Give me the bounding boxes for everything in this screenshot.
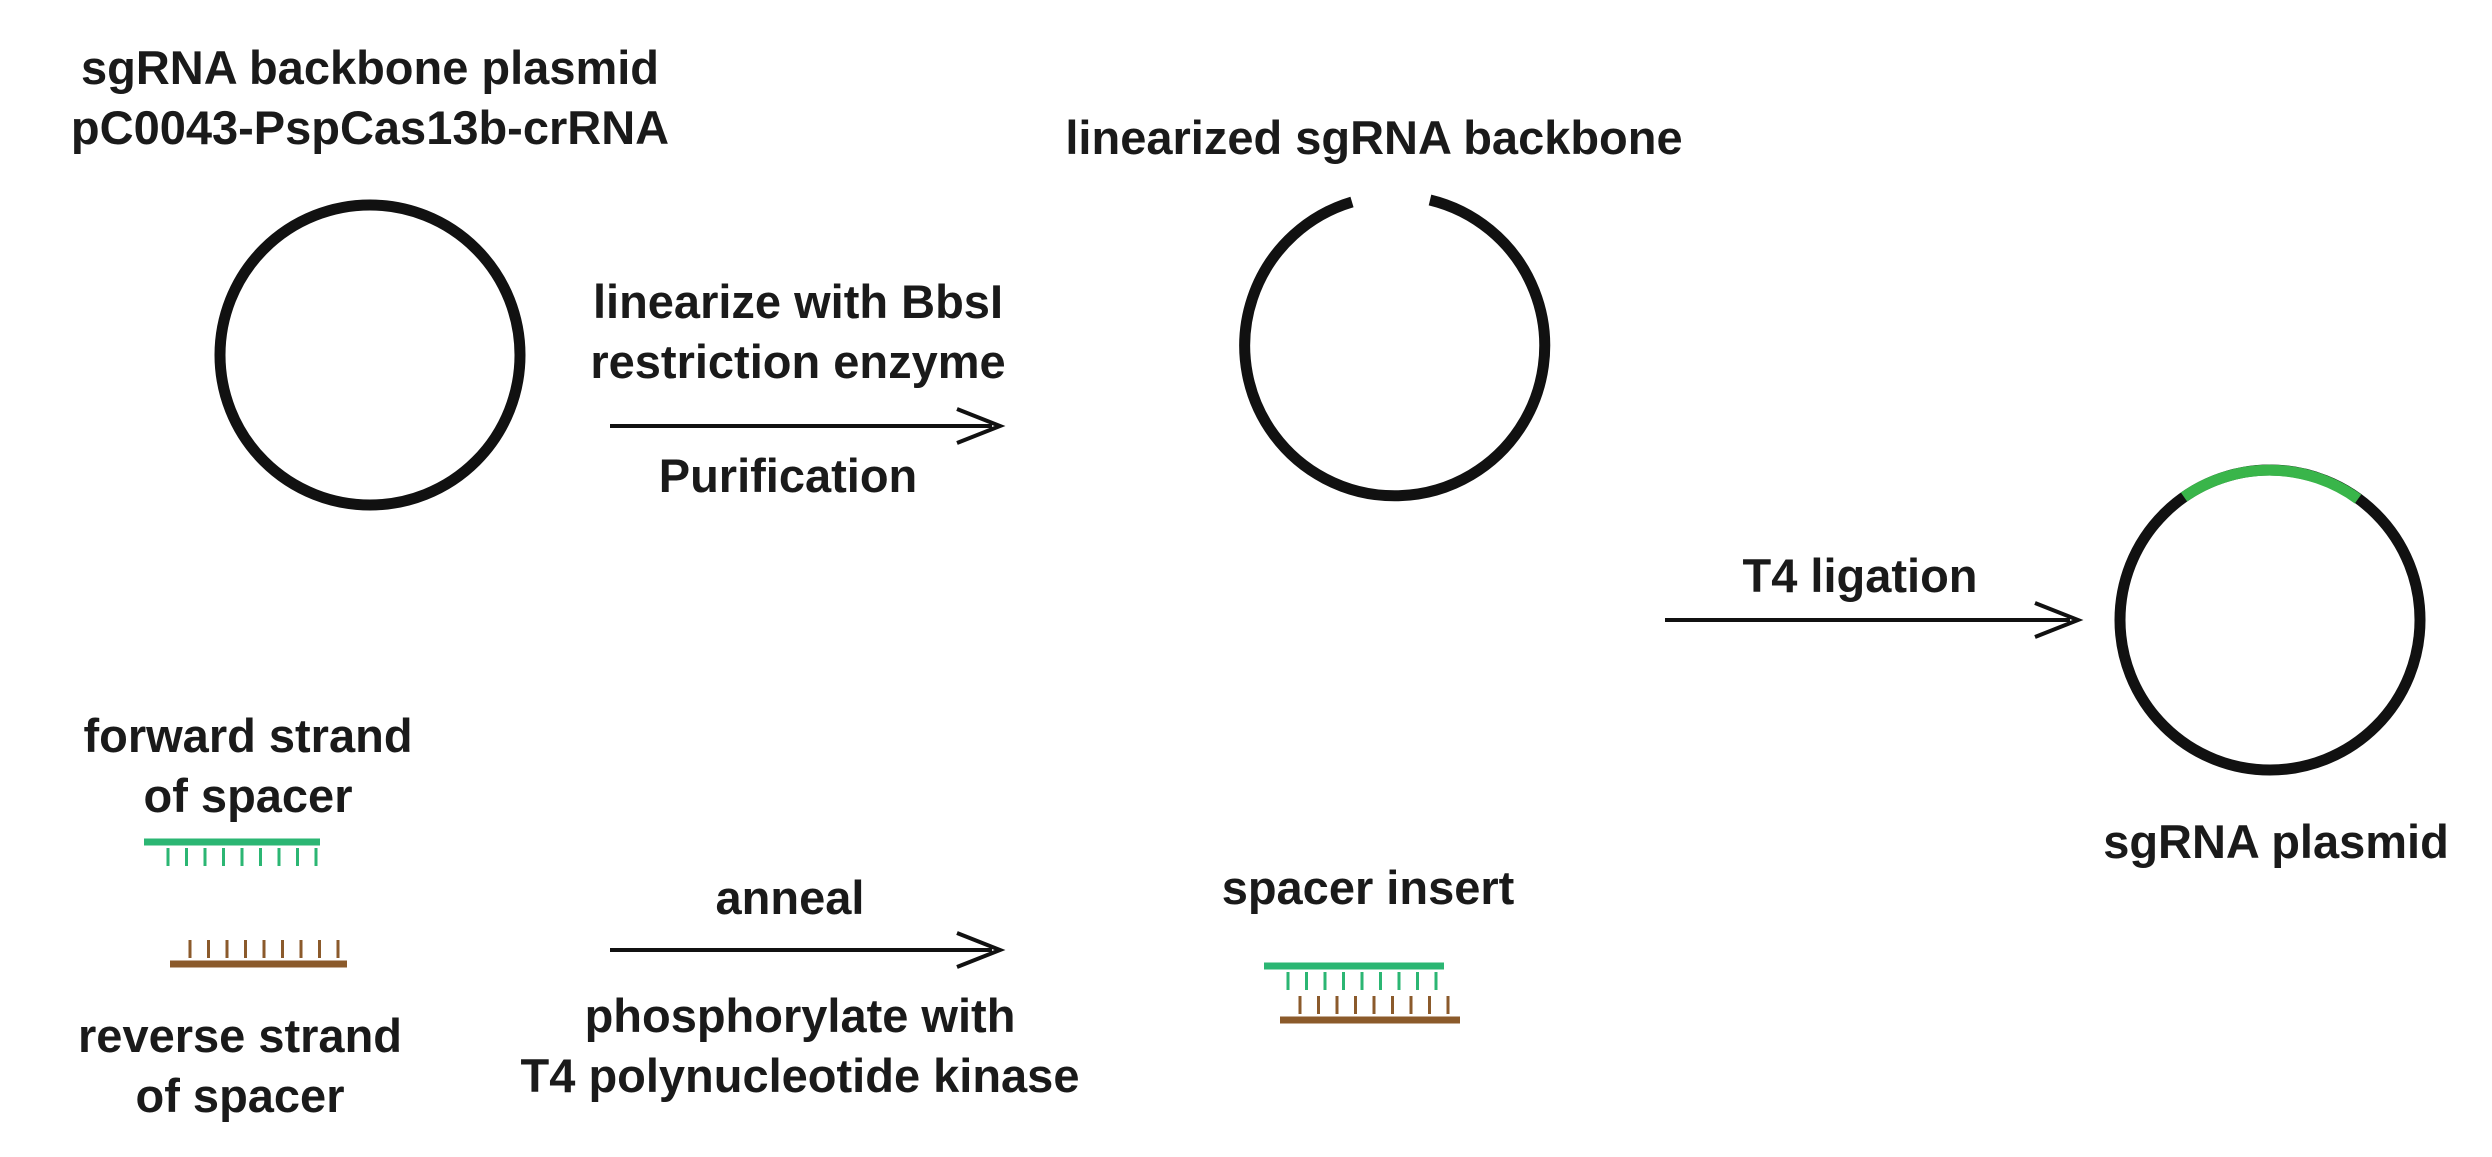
reverse-strand-comb-icon (170, 940, 347, 968)
backbone-title: sgRNA backbone plasmid pC0043-PspCas13b-… (71, 38, 669, 158)
anneal-text: anneal (715, 871, 865, 924)
phos-line2: T4 polynucleotide kinase (520, 1049, 1080, 1102)
linearized-backbone-open-circle-icon (1239, 194, 1551, 502)
spacer-insert-label: spacer insert (1222, 858, 1515, 918)
step1-top-line1: linearize with BbsI (592, 275, 1004, 328)
reverse-line2: of spacer (135, 1069, 345, 1122)
phosphorylate-label: phosphorylate with T4 polynucleotide kin… (521, 986, 1080, 1106)
linearized-title-text: linearized sgRNA backbone (1065, 111, 1683, 164)
final-plasmid-text: sgRNA plasmid (2103, 815, 2449, 868)
final-plasmid-label: sgRNA plasmid (2103, 812, 2449, 872)
step1-bottom-label: Purification (659, 446, 918, 506)
reverse-strand-label: reverse strand of spacer (78, 1006, 402, 1126)
step1-top-line2: restriction enzyme (590, 335, 1006, 388)
forward-strand-comb-icon (144, 838, 320, 866)
backbone-plasmid-circle-icon (214, 199, 526, 511)
backbone-title-line1: sgRNA backbone plasmid (80, 41, 660, 94)
linearized-title: linearized sgRNA backbone (1065, 108, 1682, 168)
phos-line1: phosphorylate with (584, 989, 1016, 1042)
insert-reverse-strand-icon (1280, 996, 1460, 1024)
purification-text: Purification (658, 449, 918, 502)
ligation-arrow-icon (1665, 601, 2084, 639)
linearize-arrow-icon (610, 407, 1006, 445)
forward-line1: forward strand (83, 709, 413, 762)
final-plasmid-insert-arc (2180, 464, 2362, 504)
ligation-label: T4 ligation (1743, 546, 1978, 606)
ligation-text: T4 ligation (1742, 549, 1978, 602)
backbone-title-line2: pC0043-PspCas13b-crRNA (70, 101, 670, 154)
step1-top-label: linearize with BbsI restriction enzyme (590, 272, 1005, 392)
forward-line2: of spacer (143, 769, 353, 822)
forward-strand-label: forward strand of spacer (83, 706, 412, 826)
anneal-arrow-icon (610, 931, 1006, 969)
anneal-label: anneal (716, 868, 865, 928)
final-plasmid-circle-icon (2114, 464, 2426, 776)
spacer-insert-text: spacer insert (1221, 861, 1515, 914)
reverse-line1: reverse strand (78, 1009, 402, 1062)
insert-forward-strand-icon (1264, 962, 1444, 990)
